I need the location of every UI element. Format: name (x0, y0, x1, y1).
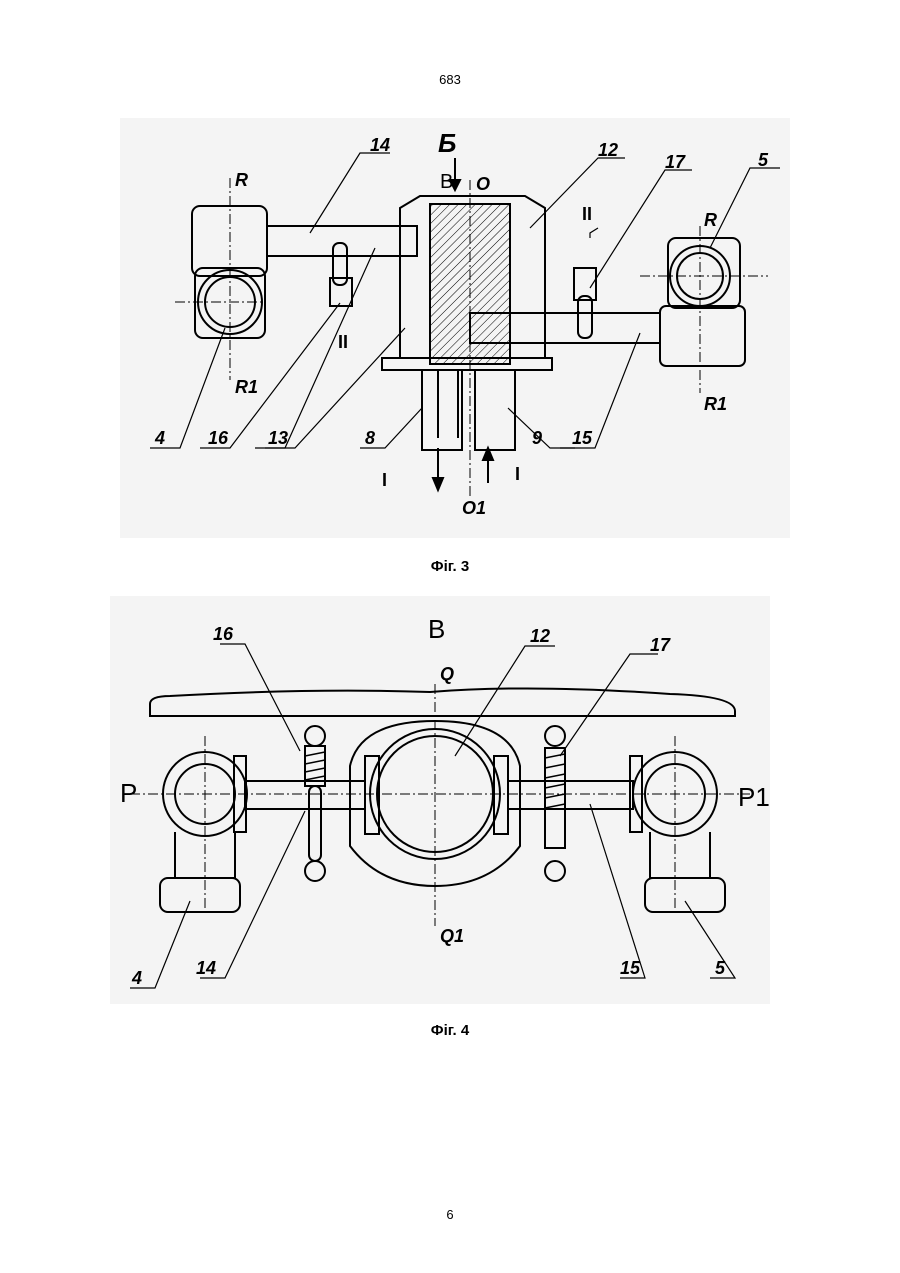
callout-17: 17 (650, 635, 671, 655)
callout-16: 16 (208, 428, 229, 448)
figure-4-caption: Фіг. 4 (0, 1022, 900, 1039)
axis-label-o: O (476, 174, 490, 194)
callout-12: 12 (530, 626, 550, 646)
right-elbow-lower (660, 306, 745, 366)
callout-16: 16 (213, 624, 234, 644)
page-number-bottom: 6 (0, 1207, 900, 1222)
view-letter-b: Б (438, 128, 456, 158)
axis-label-r-left: R (235, 170, 248, 190)
right-valve-stem (578, 296, 592, 338)
section-mark-i-left: I (382, 470, 387, 490)
callout-14: 14 (196, 958, 216, 978)
page-number-top: 683 (0, 72, 900, 87)
view-letter-v: В (440, 171, 453, 193)
outlet-tube-8 (422, 370, 462, 450)
axis-label-q1: Q1 (440, 926, 464, 946)
figure-3-drawing: Б В O O1 R R1 R R1 I I II II 14 12 17 5 … (120, 118, 790, 538)
inlet-tube-9 (475, 370, 515, 450)
callout-12: 12 (598, 140, 618, 160)
callout-14: 14 (370, 135, 390, 155)
section-mark-ii-right: II (582, 204, 592, 224)
right-clamp (494, 756, 508, 834)
axis-label-o1: O1 (462, 498, 486, 518)
callout-5: 5 (715, 958, 726, 978)
axis-label-r1-right: R1 (704, 394, 727, 414)
left-elbow-nozzle (160, 878, 240, 912)
view-letter-v: В (428, 614, 445, 644)
right-elbow-neck (650, 832, 710, 878)
axis-label-p1: P1 (738, 782, 770, 812)
right-elbow-nozzle (645, 878, 725, 912)
axis-label-p: P (120, 778, 137, 808)
figure-4-panel: В Q Q1 P P1 16 12 17 4 14 15 5 (110, 596, 770, 1004)
callout-4: 4 (154, 428, 165, 448)
right-arm-15 (508, 781, 633, 809)
callout-9: 9 (532, 428, 542, 448)
axis-label-r-right: R (704, 210, 717, 230)
left-arm-pipe (267, 226, 417, 256)
callout-8: 8 (365, 428, 375, 448)
callout-5: 5 (758, 150, 769, 170)
callout-15: 15 (572, 428, 593, 448)
callout-15: 15 (620, 958, 641, 978)
figure-4-drawing: В Q Q1 P P1 16 12 17 4 14 15 5 (110, 596, 770, 1004)
left-pivot-bottom (305, 861, 325, 881)
left-rod (309, 786, 321, 861)
axis-label-r1-left: R1 (235, 377, 258, 397)
callout-4: 4 (131, 968, 142, 988)
callout-13: 13 (268, 428, 288, 448)
right-pivot-top (545, 726, 565, 746)
figure-3-caption: Фіг. 3 (0, 558, 900, 575)
top-plate (150, 688, 735, 716)
figure-3-panel: Б В O O1 R R1 R R1 I I II II 14 12 17 5 … (120, 118, 790, 538)
right-pivot-bottom (545, 861, 565, 881)
section-mark-ii-left: II (338, 332, 348, 352)
axis-label-q: Q (440, 664, 454, 684)
left-pivot-top (305, 726, 325, 746)
callout-17: 17 (665, 152, 686, 172)
section-mark-i-right: I (515, 464, 520, 484)
